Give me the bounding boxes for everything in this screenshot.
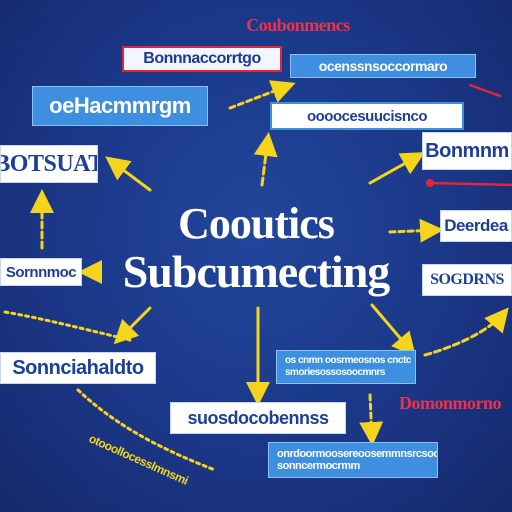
right-mid-box[interactable]: Deerdea <box>440 210 512 242</box>
bottom-lower-line1: onrdoormoosereoosemmnsrcsoo <box>277 448 438 460</box>
bottom-red-label: Domonmorno <box>399 392 502 413</box>
left-lower-box[interactable]: Sonnciahaldto <box>0 352 156 384</box>
top-red-label: Coubonmencs <box>246 14 350 35</box>
top-left-box[interactable]: Bonnnaccorrtgo <box>122 46 282 72</box>
right-box[interactable]: Bonmnm <box>422 132 512 170</box>
bottom-lower-box[interactable]: onrdoormoosereoosemmnsrcsoo sonncermocrm… <box>268 442 438 478</box>
arrow-to-right-box <box>368 152 426 185</box>
arrow-to-right-mid <box>388 218 444 243</box>
red-line-top-right <box>468 83 502 98</box>
center-title-line2: Subcumecting <box>122 246 391 297</box>
left-box[interactable]: BOTSUAT <box>0 145 98 183</box>
left-upper-box[interactable]: oeHacmmrgm <box>32 86 208 126</box>
arrow-dotted-left <box>3 310 132 342</box>
arrow-mid-top-up <box>253 132 278 187</box>
red-line-right <box>428 181 512 187</box>
bottom-lower-line2: sonncermocrmm <box>277 460 360 472</box>
center-title-line1: Cooutics <box>178 199 335 248</box>
center-low-box[interactable]: os cnmn oosrmeosnos cnctc smoriesossosoo… <box>276 350 416 384</box>
mid-top-box[interactable]: oooocesuucisnco <box>270 102 464 130</box>
arrow-dotted-bottom-left <box>76 388 217 472</box>
center-low-line1: os cnmn oosrmeosnos cnctc <box>285 355 411 366</box>
red-dot-right <box>426 179 434 187</box>
arrow-to-center-low <box>370 303 416 357</box>
center-low-line2: smoriesossosoocmnrs <box>285 367 386 378</box>
arrow-curve-right <box>423 307 509 357</box>
arrow-to-left-box <box>105 156 152 192</box>
arrow-to-bottom-lower <box>359 393 384 446</box>
left-mid-box[interactable]: Sornnmoc <box>0 258 82 286</box>
top-right-box[interactable]: ocenssnsoccormaro <box>290 54 476 78</box>
bottom-box[interactable]: suosdocobennss <box>170 402 346 434</box>
arrow-to-top-left <box>228 80 296 110</box>
right-lower-box[interactable]: SOGDRNS <box>422 264 512 296</box>
arrow-to-left-lower <box>113 306 152 345</box>
